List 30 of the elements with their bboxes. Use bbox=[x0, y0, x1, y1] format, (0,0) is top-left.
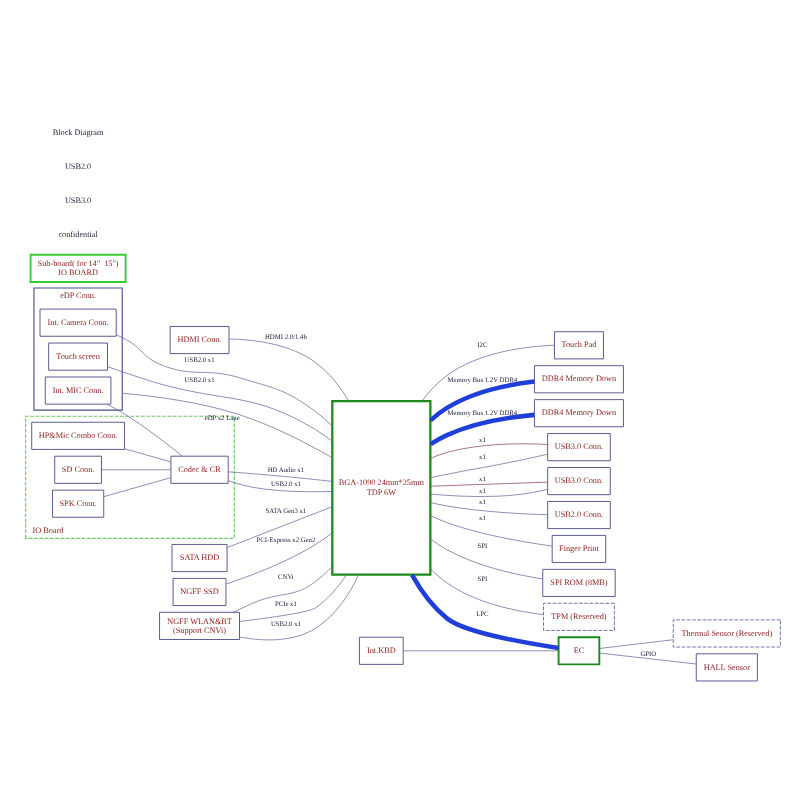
connector bbox=[239, 574, 347, 622]
connector bbox=[103, 477, 172, 497]
connector bbox=[430, 538, 544, 580]
connector bbox=[430, 443, 548, 459]
connector bbox=[115, 334, 333, 427]
connector bbox=[106, 403, 183, 457]
connector bbox=[429, 379, 535, 423]
connector bbox=[599, 639, 674, 649]
connector bbox=[430, 481, 548, 487]
connector bbox=[429, 412, 535, 447]
connector bbox=[430, 489, 548, 497]
connector bbox=[232, 566, 333, 613]
connector bbox=[430, 453, 548, 478]
connector bbox=[227, 480, 333, 493]
connector bbox=[228, 338, 350, 402]
connector bbox=[107, 366, 333, 442]
connector bbox=[599, 652, 697, 665]
connector bbox=[410, 573, 559, 651]
connector bbox=[227, 471, 333, 482]
connector bbox=[124, 448, 171, 463]
connector bbox=[225, 532, 333, 585]
connector bbox=[430, 568, 544, 615]
connector bbox=[121, 392, 333, 458]
connector bbox=[226, 506, 333, 548]
connector bbox=[430, 502, 548, 516]
connector bbox=[430, 515, 553, 547]
connector bbox=[101, 469, 172, 471]
connector bbox=[421, 344, 555, 402]
connector bbox=[239, 574, 359, 641]
connector bbox=[403, 650, 559, 652]
